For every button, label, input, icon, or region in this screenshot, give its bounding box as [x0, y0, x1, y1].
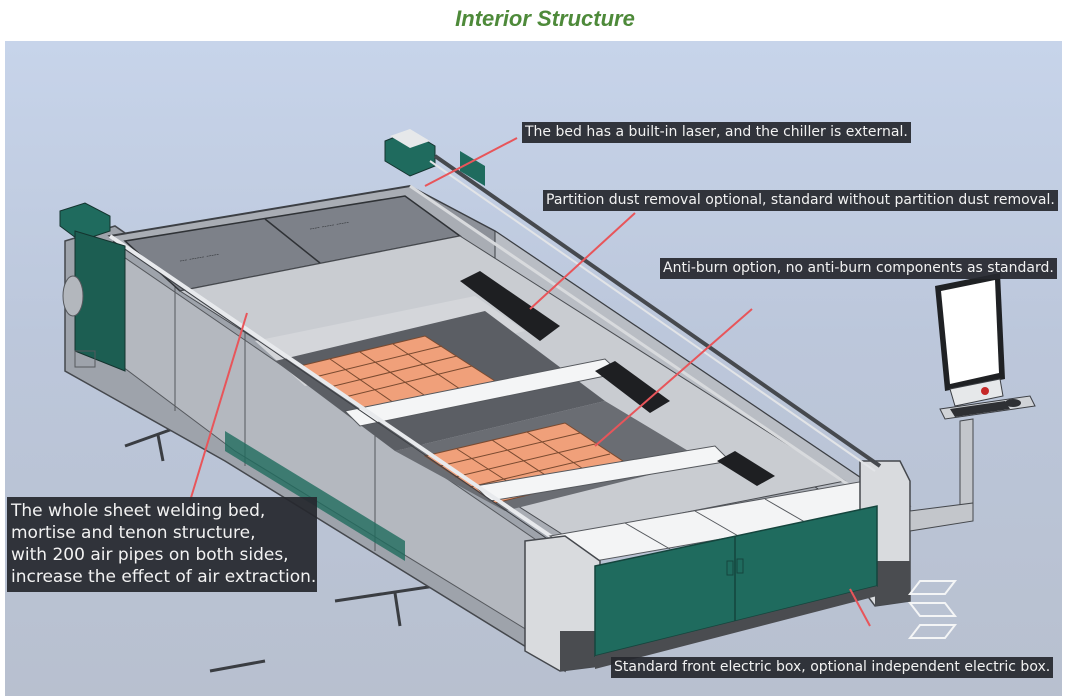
leader-line-anti-burn: [594, 308, 753, 447]
callout-welding-bed-line: increase the effect of air extraction.: [11, 567, 317, 587]
machine-illustration: --- ------ ----- ---- ----- -----: [5, 41, 1062, 696]
leader-line-welding-bed: [189, 312, 248, 502]
callout-welding-bed-line: mortise and tenon structure,: [11, 523, 256, 543]
page-title: Interior Structure: [455, 6, 635, 31]
honeycomb-grid-back: [298, 335, 497, 414]
callout-electric-box: Standard front electric box, optional in…: [611, 657, 1054, 678]
callout-anti-burn: Anti-burn option, no anti-burn component…: [660, 258, 1057, 279]
machine-drawing: --- ------ ----- ---- ----- -----: [59, 129, 1036, 673]
leader-line-built-in-laser: [424, 137, 518, 187]
callout-welding-bed: The whole sheet welding bed, mortise and…: [7, 497, 317, 592]
leader-lines: [189, 137, 871, 627]
dust-partition: [595, 361, 670, 413]
stacked-parallelograms-logo-icon: [907, 580, 958, 639]
callout-built-in-laser: The bed has a built-in laser, and the ch…: [522, 122, 911, 143]
gantry-left: [59, 202, 111, 242]
control-console: [909, 273, 1036, 532]
leader-line-partition-dust: [529, 212, 636, 310]
callout-partition-dust: Partition dust removal optional, standar…: [543, 190, 1058, 211]
callout-welding-bed-line: with 200 air pipes on both sides,: [11, 545, 289, 565]
leader-line-electric-box: [849, 588, 871, 627]
callout-welding-bed-line: The whole sheet welding bed,: [11, 501, 266, 521]
dust-partition: [460, 271, 560, 341]
